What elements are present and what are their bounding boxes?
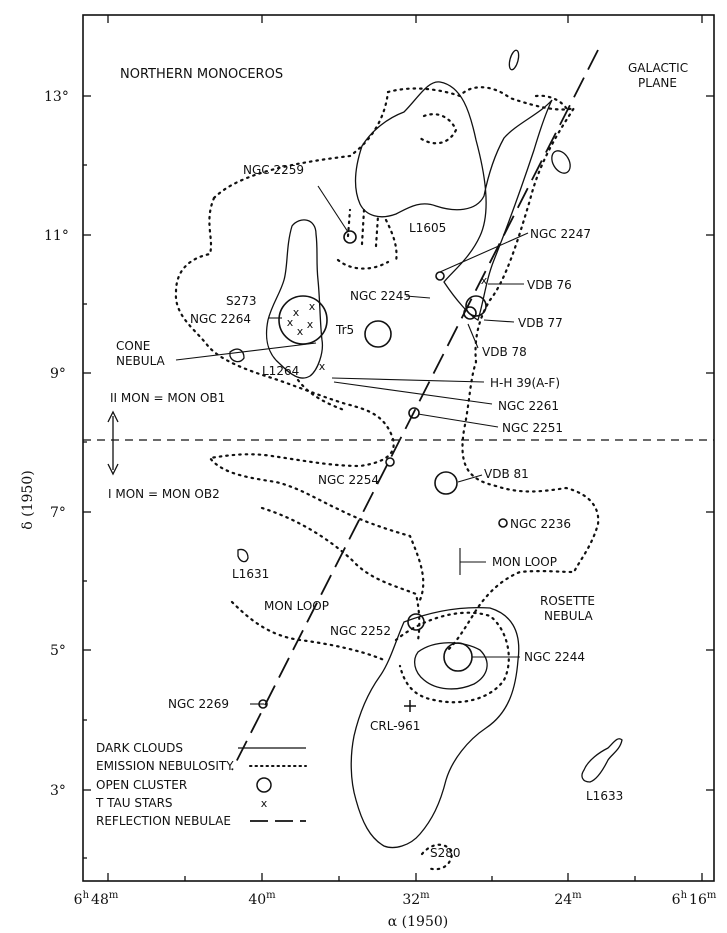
y-tick-3: 3° — [50, 783, 66, 799]
label-vdb76: VDB 76 — [527, 278, 572, 292]
label-ngc2251: NGC 2251 — [502, 421, 563, 435]
emission-nebulosity — [174, 86, 600, 871]
label-ngc2269: NGC 2269 — [168, 697, 229, 711]
tr5-cluster — [364, 320, 392, 348]
label-l1631: L1631 — [232, 567, 269, 581]
t-tau-star-icon: x — [293, 306, 300, 319]
label-ngc2264: NGC 2264 — [190, 312, 251, 326]
t-tau-star-icon: x — [309, 300, 316, 313]
label-crl961: CRL-961 — [370, 719, 420, 733]
label-ngc2252: NGC 2252 — [330, 624, 391, 638]
legend-dark-clouds: DARK CLOUDS — [96, 741, 183, 755]
vdb77-cluster — [463, 306, 477, 320]
label-ngc2244: NGC 2244 — [524, 650, 585, 664]
ngc2264-cloud — [265, 219, 324, 379]
label-mon-loop-left: MON LOOP — [264, 599, 329, 613]
label-ngc2254: NGC 2254 — [318, 473, 379, 487]
label-l1633: L1633 — [586, 789, 623, 803]
t-tau-star-icon: x — [319, 360, 326, 373]
ngc2252-cluster — [407, 613, 425, 631]
t-tau-star-icon: x — [307, 318, 314, 331]
x-tick-marks — [107, 15, 703, 881]
label-vdb77: VDB 77 — [518, 316, 563, 330]
y-tick-13: 13° — [44, 89, 69, 105]
x-tick-40: 40m — [248, 890, 276, 908]
label-tr5: Tr5 — [335, 323, 354, 337]
legend-emission: EMISSION NEBULOSITY — [96, 759, 234, 773]
rosette-cloud — [350, 606, 520, 849]
open-clusters — [258, 230, 508, 709]
plot-frame — [82, 14, 715, 882]
label-cone-2: NEBULA — [116, 354, 166, 368]
t-tau-stars: x x x x x x x — [287, 274, 488, 373]
ngc2236-cluster — [498, 518, 508, 528]
ngc2264-cluster — [278, 295, 328, 345]
label-mon-loop-right: MON LOOP — [492, 555, 557, 569]
y-tick-5: 5° — [50, 643, 66, 659]
leader-lines — [175, 185, 529, 705]
x-tick-24: 24m — [554, 890, 582, 908]
l1633-cloud — [581, 738, 623, 783]
galactic-plane-line — [231, 49, 599, 771]
y-tick-9: 9° — [50, 366, 66, 382]
label-l1605: L1605 — [409, 221, 446, 235]
label-ngc2261: NGC 2261 — [498, 399, 559, 413]
y-tick-11: 11° — [44, 228, 69, 244]
label-vdb78: VDB 78 — [482, 345, 527, 359]
legend: DARK CLOUDS EMISSION NEBULOSITY OPEN CLU… — [95, 741, 307, 828]
mon-ob1-label: II MON = MON OB1 — [110, 391, 225, 405]
label-cone-1: CONE — [116, 339, 150, 353]
ngc2254-cluster — [385, 457, 395, 467]
object-labels: NGC 2259 L1605 NGC 2247 VDB 76 NGC 2245 … — [116, 163, 623, 860]
t-tau-star-icon: x — [287, 316, 294, 329]
y-tick-marks — [83, 95, 714, 859]
label-rosette-2: NEBULA — [544, 609, 594, 623]
legend-reflection: REFLECTION NEBULAE — [96, 814, 231, 828]
crl961-cross-icon — [404, 700, 416, 712]
ngc2251-cluster — [408, 407, 420, 419]
label-hh39: H-H 39(A-F) — [490, 376, 560, 390]
galactic-plane-label-2: PLANE — [638, 76, 677, 90]
y-tick-7: 7° — [50, 505, 66, 521]
label-s280: S280 — [430, 846, 461, 860]
vdb81-cluster — [434, 471, 458, 495]
label-l1264: L1264 — [262, 364, 299, 378]
legend-t-tau: T TAU STARS — [95, 796, 173, 810]
label-rosette-1: ROSETTE — [540, 594, 595, 608]
ngc2244-cluster — [443, 642, 473, 672]
label-ngc2259: NGC 2259 — [243, 163, 304, 177]
arrow-up-icon — [107, 410, 119, 423]
label-ngc2247: NGC 2247 — [530, 227, 591, 241]
x-tick-32: 32m — [402, 890, 430, 908]
legend-circle-icon — [256, 777, 272, 793]
galactic-plane-label-1: GALACTIC — [628, 61, 688, 75]
ngc2245-cluster — [435, 271, 445, 281]
legend-x-icon: x — [261, 797, 268, 810]
label-vdb81: VDB 81 — [484, 467, 529, 481]
arrow-down-icon — [107, 463, 119, 476]
t-tau-star-icon: x — [297, 325, 304, 338]
label-ngc2236: NGC 2236 — [510, 517, 571, 531]
mon-ob2-label: I MON = MON OB2 — [108, 487, 220, 501]
l1631-cloud — [237, 548, 249, 563]
y-axis-label: δ (1950) — [20, 470, 36, 529]
x-axis-label: α (1950) — [388, 914, 448, 930]
legend-open-cluster: OPEN CLUSTER — [96, 778, 187, 792]
t-tau-star-icon: x — [481, 274, 488, 287]
label-ngc2245: NGC 2245 — [350, 289, 411, 303]
l1605-cloud — [354, 81, 553, 321]
map-title: NORTHERN MONOCEROS — [120, 67, 283, 82]
ngc2259-cluster — [343, 230, 357, 244]
label-s273: S273 — [226, 294, 257, 308]
